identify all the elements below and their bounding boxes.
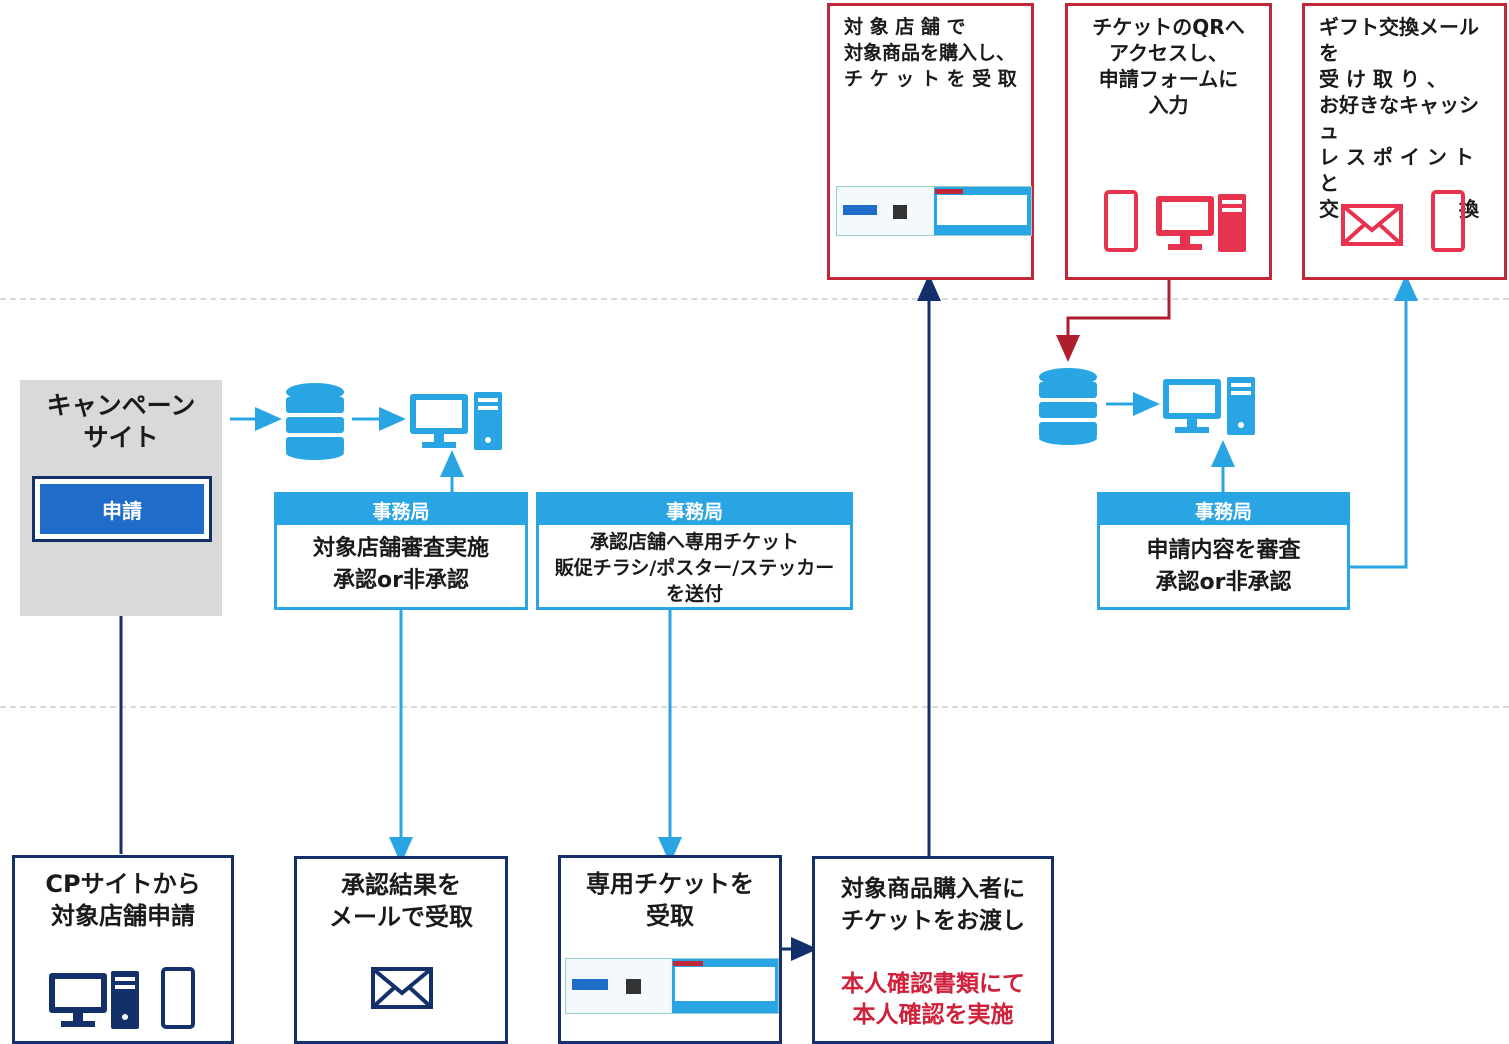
secretariat-body: 申請内容を審査 承認or非承認 (1146, 538, 1301, 595)
desktop-pc-icon (1163, 377, 1255, 435)
step-gift-exchange-box: ギフト交換メールを 受 け 取 り 、 お好きなキャッシュ レ ス ポ イ ン … (1302, 3, 1507, 280)
database-icon (1039, 368, 1097, 445)
secretariat-application-review: 事務局 申請内容を審査 承認or非承認 (1097, 492, 1350, 610)
device-icons (1341, 190, 1465, 252)
step-store-application-text: CPサイトから 対象店舗申請 (45, 870, 201, 930)
identity-check-note: 本人確認書類にて 本人確認を実施 (841, 971, 1025, 1028)
desktop-pc-icon (410, 392, 502, 450)
database-icon (286, 383, 344, 460)
smartphone-icon (1431, 190, 1465, 252)
step-approval-mail-box: 承認結果を メールで受取 (294, 856, 508, 1044)
step-purchase-box: 対 象 店 舗 で 対象商品を購入し、 チ ケ ッ ト を 受 取 (827, 3, 1034, 280)
step-ticket-handover-box: 対象商品購入者に チケットをお渡し 本人確認書類にて 本人確認を実施 (812, 856, 1054, 1044)
secretariat-body: 承認店舗へ専用チケット 販促チラシ/ポスター/ステッカー を送付 (554, 531, 835, 605)
secretariat-header: 事務局 (277, 495, 525, 525)
desktop-pc-icon (49, 971, 139, 1029)
secretariat-header: 事務局 (1100, 495, 1347, 525)
lane-divider-top (0, 298, 1509, 300)
lane-divider-bottom (0, 706, 1509, 708)
step-store-application-box: CPサイトから 対象店舗申請 (12, 855, 234, 1044)
smartphone-icon (161, 967, 195, 1029)
step-qr-form-box: チケットのQRへ アクセスし、 申請フォームに 入力 (1065, 3, 1272, 280)
device-icons (49, 967, 195, 1029)
smartphone-icon (1104, 190, 1138, 252)
step-qr-form-text: チケットのQRへ アクセスし、 申請フォームに 入力 (1092, 15, 1245, 117)
mail-icon (371, 967, 433, 1009)
step-purchase-text: 対 象 店 舗 で 対象商品を購入し、 チ ケ ッ ト を 受 取 (844, 16, 1017, 90)
desktop-pc-icon (1156, 194, 1246, 252)
apply-button[interactable]: 申請 (40, 484, 204, 534)
ticket-flyer-image (565, 958, 779, 1014)
ticket-flyer-image (836, 186, 1032, 236)
apply-button-frame: 申請 (32, 476, 212, 542)
device-icons (1104, 190, 1246, 252)
campaign-site-title: キャンペーン サイト (46, 391, 196, 452)
step-ticket-receipt-box: 専用チケットを 受取 (558, 855, 782, 1044)
arrow-qr-to-db (1056, 280, 1171, 362)
mail-icon (1341, 204, 1403, 246)
secretariat-ticket-shipping: 事務局 承認店舗へ専用チケット 販促チラシ/ポスター/ステッカー を送付 (536, 492, 853, 610)
secretariat-body: 対象店舗審査実施 承認or非承認 (312, 536, 489, 593)
campaign-site-panel: キャンペーン サイト 申請 (20, 380, 222, 616)
step-ticket-receipt-text: 専用チケットを 受取 (586, 870, 754, 930)
arrow-sec3-to-gift (1350, 274, 1418, 569)
step-ticket-handover-text: 対象商品購入者に チケットをお渡し (841, 876, 1025, 934)
secretariat-store-review: 事務局 対象店舗審査実施 承認or非承認 (274, 492, 528, 610)
step-approval-mail-text: 承認結果を メールで受取 (329, 871, 473, 931)
secretariat-header: 事務局 (539, 495, 850, 525)
